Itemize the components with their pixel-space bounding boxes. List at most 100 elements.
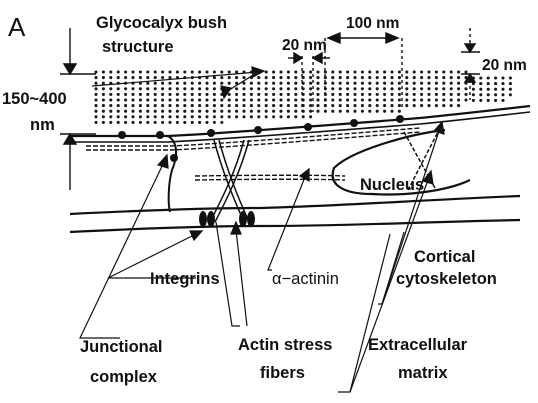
glycocalyx-chain-dot <box>228 115 231 118</box>
glycocalyx-chain-dot <box>213 115 216 118</box>
glycocalyx-chain-dot <box>279 115 282 118</box>
glycocalyx-chain-dot <box>250 98 253 101</box>
glycocalyx-chain-dot <box>109 70 112 73</box>
glycocalyx-chain-dot <box>124 121 127 124</box>
glycocalyx-chain-dot <box>494 76 497 79</box>
glycocalyx-chain-dot <box>501 82 504 85</box>
glycocalyx-chain-dot <box>250 110 253 113</box>
glycocalyx-chain-dot <box>420 93 423 96</box>
glycocalyx-chain-dot <box>272 98 275 101</box>
glycocalyx-chain-dot <box>109 115 112 118</box>
glycocalyx-chain-dot <box>265 82 268 85</box>
glycocalyx-chain-dot <box>94 70 97 73</box>
glycocalyx-chain-dot <box>109 110 112 113</box>
glycocalyx-chain-dot <box>361 98 364 101</box>
glycocalyx-chain-dot <box>220 76 223 79</box>
glycocalyx-chain-dot <box>154 70 157 73</box>
glycocalyx-chain-dot <box>294 98 297 101</box>
glycocalyx-chain-dot <box>161 82 164 85</box>
glycocalyx-chain-dot <box>413 98 416 101</box>
glycocalyx-chain-dot <box>450 104 453 107</box>
glycocalyx-chain-dot <box>205 98 208 101</box>
glycocalyx-chain-dot <box>346 93 349 96</box>
glycocalyx-chain-dot <box>220 110 223 113</box>
glycocalyx-chain-dot <box>139 110 142 113</box>
glycocalyx-chain-dot <box>220 121 223 124</box>
glycocalyx-chain-dot <box>413 104 416 107</box>
glycocalyx-chain-dot <box>183 104 186 107</box>
glycocalyx-chain-dot <box>139 98 142 101</box>
glycocalyx-chain-dot <box>390 87 393 90</box>
glycocalyx-chain-dot <box>346 104 349 107</box>
glycocalyx-chain-dot <box>242 104 245 107</box>
thickness-label-line1: 150~400 <box>2 90 67 108</box>
glycocalyx-chain-dot <box>427 70 430 73</box>
glycocalyx-chain-dot <box>294 76 297 79</box>
glycocalyx-chain-dot <box>501 99 504 102</box>
glycocalyx-chain-dot <box>383 110 386 113</box>
glycocalyx-chain-dot <box>257 98 260 101</box>
glycocalyx-chain-dot <box>94 93 97 96</box>
glycocalyx-chain-dot <box>383 87 386 90</box>
glycocalyx-chain-dot <box>309 70 312 73</box>
glycocalyx-chain-dot <box>257 93 260 96</box>
glycocalyx-chain-dot <box>339 70 342 73</box>
glycocalyx-chain-dot <box>331 82 334 85</box>
glycocalyx-chain-dot <box>294 115 297 118</box>
glycocalyx-chain-dot <box>146 115 149 118</box>
glycocalyx-chain-dot <box>346 76 349 79</box>
glycocalyx-chain-dot <box>353 104 356 107</box>
glycocalyx-chain-dot <box>487 76 490 79</box>
glycocalyx-chain-dot <box>102 110 105 113</box>
glycocalyx-chain-dot <box>316 70 319 73</box>
glycocalyx-chain-dot <box>146 82 149 85</box>
glycocalyx-chain-dot <box>109 76 112 79</box>
glycocalyx-chain-dot <box>146 93 149 96</box>
glycocalyx-chain-dot <box>154 110 157 113</box>
glycocalyx-chain-dot <box>405 76 408 79</box>
glycocalyx-chain-dot <box>287 104 290 107</box>
alpha-actinin-label: α−actinin <box>272 270 339 288</box>
glycocalyx-chain-dot <box>294 82 297 85</box>
glycocalyx-chain-dot <box>168 76 171 79</box>
glycocalyx-chain-dot <box>94 87 97 90</box>
glycocalyx-chain-dot <box>205 115 208 118</box>
glycocalyx-chain-dot <box>183 70 186 73</box>
glycocalyx-chain-dot <box>464 87 467 90</box>
glycocalyx-chain-dot <box>435 98 438 101</box>
glycocalyx-chain-dot <box>353 82 356 85</box>
glycocalyx-chain-dot <box>94 104 97 107</box>
glycocalyx-chain-dot <box>287 98 290 101</box>
glycocalyx-chain-dot <box>509 88 512 91</box>
glycocalyx-chain-dot <box>457 98 460 101</box>
glycocalyx-chain-dot <box>235 70 238 73</box>
glycocalyx-chain-dot <box>368 87 371 90</box>
glycocalyx-chain-dot <box>316 76 319 79</box>
glycocalyx-chain-dot <box>405 104 408 107</box>
glycocalyx-chain-dot <box>353 98 356 101</box>
glycocalyx-chain-dot <box>183 115 186 118</box>
glycocalyx-chain-dot <box>309 110 312 113</box>
glycocalyx-chain-dot <box>191 93 194 96</box>
glycocalyx-chain-dot <box>191 104 194 107</box>
glycocalyx-chain-dot <box>168 121 171 124</box>
glycocalyx-chain-dot <box>109 87 112 90</box>
glycocalyx-chain-dot <box>383 82 386 85</box>
glycocalyx-chain-dot <box>331 93 334 96</box>
glycocalyx-chain-dot <box>124 76 127 79</box>
glycocalyx-chain-dot <box>102 121 105 124</box>
glycocalyx-chain-dot <box>442 82 445 85</box>
glycocalyx-chain-dot <box>205 104 208 107</box>
glycocalyx-chain-dot <box>479 93 482 96</box>
glycocalyx-chain-dot <box>479 76 482 79</box>
glycocalyx-chain-dot <box>309 104 312 107</box>
glycocalyx-chain-dot <box>427 98 430 101</box>
glycocalyx-chain-dot <box>457 82 460 85</box>
glycocalyx-chain-dot <box>427 82 430 85</box>
glycocalyx-chain-dot <box>309 82 312 85</box>
ecm-label-line1: Extracellular <box>368 336 468 354</box>
glycocalyx-chain-dot <box>294 93 297 96</box>
glycocalyx-chain-dot <box>228 76 231 79</box>
glycocalyx-chain-dot <box>228 70 231 73</box>
stress-fibers-label-line1: Actin stress <box>238 336 332 354</box>
